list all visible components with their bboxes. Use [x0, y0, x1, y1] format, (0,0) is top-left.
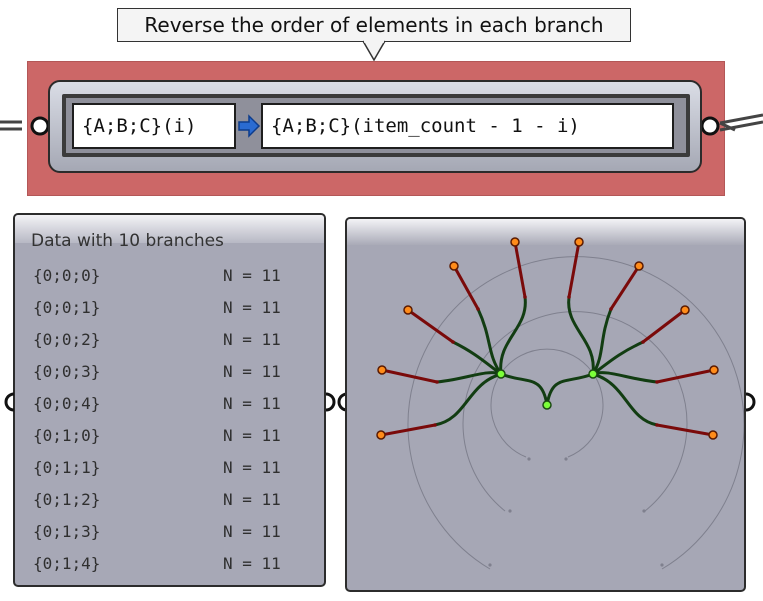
branch-row: {0;1;2} N = 11 — [33, 490, 313, 520]
viz-header — [347, 219, 744, 245]
branch-row: {0;1;1} N = 11 — [33, 458, 313, 488]
branch-path: {0;1;3} — [33, 522, 101, 541]
branch-count: N = 11 — [223, 362, 281, 381]
branch-path: {0;0;3} — [33, 362, 101, 381]
branch-nodes — [496, 369, 598, 410]
input-wire — [0, 116, 50, 136]
input-grip[interactable] — [30, 116, 50, 136]
tooltip-tail — [362, 40, 386, 62]
branch-path: {0;1;2} — [33, 490, 101, 509]
viz-output-grip[interactable] — [745, 390, 759, 414]
data-panel[interactable]: Data with 10 branches {0;0;0} N = 11 {0;0… — [13, 213, 326, 587]
leaf-edges — [380, 241, 715, 437]
panel-title: Data with 10 branches — [31, 231, 224, 251]
panel-output-grip[interactable] — [323, 390, 349, 414]
panel-header — [15, 215, 324, 243]
output-expression[interactable]: {A;B;C}(item_count - 1 - i) — [261, 103, 674, 149]
branch-count: N = 11 — [223, 554, 281, 573]
branch-count: N = 11 — [223, 490, 281, 509]
branch-row: {0;0;3} N = 11 — [33, 362, 313, 392]
right-arrow-icon — [238, 114, 261, 138]
branch-row: {0;1;0} N = 11 — [33, 426, 313, 456]
branch-count: N = 11 — [223, 394, 281, 413]
branch-path: {0;1;1} — [33, 458, 101, 477]
branch-path: {0;0;4} — [33, 394, 101, 413]
branch-path: {0;0;2} — [33, 330, 101, 349]
branch-row: {0;1;3} N = 11 — [33, 522, 313, 552]
tooltip: Reverse the order of elements in each br… — [117, 8, 631, 42]
branch-row: {0;0;0} N = 11 — [33, 266, 313, 296]
branch-count: N = 11 — [223, 330, 281, 349]
branch-path: {0;0;0} — [33, 266, 101, 285]
tree-visualization-panel[interactable] — [345, 217, 746, 592]
branch-path: {0;0;1} — [33, 298, 101, 317]
branch-row: {0;1;4} N = 11 — [33, 554, 313, 584]
branch-edges — [434, 296, 658, 427]
arc-endpoints — [488, 457, 664, 567]
panel-left-grip[interactable] — [0, 390, 14, 414]
output-grip[interactable] — [700, 116, 720, 136]
edge-joints — [433, 295, 659, 427]
output-wire — [700, 113, 763, 136]
branch-row: {0;0;2} N = 11 — [33, 330, 313, 360]
input-expression[interactable]: {A;B;C}(i) — [72, 103, 236, 149]
branch-count: N = 11 — [223, 266, 281, 285]
branch-row: {0;0;4} N = 11 — [33, 394, 313, 424]
leaf-nodes — [376, 237, 719, 440]
branch-path: {0;1;4} — [33, 554, 101, 573]
branch-row: {0;0;1} N = 11 — [33, 298, 313, 328]
branch-path: {0;1;0} — [33, 426, 101, 445]
branch-count: N = 11 — [223, 426, 281, 445]
branch-count: N = 11 — [223, 458, 281, 477]
tree-diagram — [376, 237, 744, 570]
branch-count: N = 11 — [223, 522, 281, 541]
branch-count: N = 11 — [223, 298, 281, 317]
